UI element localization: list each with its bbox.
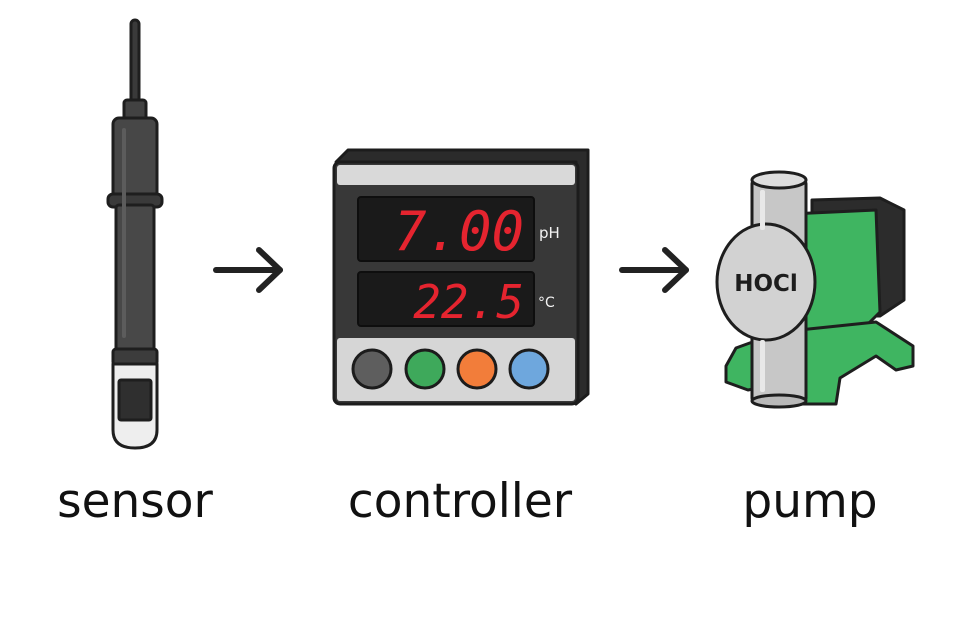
controller-button-green bbox=[404, 348, 446, 390]
controller-button-orange bbox=[456, 348, 498, 390]
sensor-probe-icon bbox=[106, 18, 164, 450]
controller-button-gray bbox=[351, 348, 393, 390]
ph-reading: 7.00 bbox=[394, 200, 524, 263]
controller-button-blue bbox=[508, 348, 550, 390]
pump-caption: pump bbox=[742, 474, 878, 529]
dosing-pump-icon bbox=[715, 170, 915, 409]
sensor-caption: sensor bbox=[57, 474, 213, 529]
temperature-display bbox=[357, 271, 535, 327]
controller-device-icon: 7.00 pH 22.5 °C bbox=[332, 148, 590, 406]
pump-chemical-label: HOCl bbox=[734, 271, 798, 297]
arrow-right-icon bbox=[619, 247, 689, 293]
ph-unit: pH bbox=[539, 224, 560, 242]
arrow-right-icon bbox=[213, 247, 283, 293]
ph-display bbox=[357, 196, 535, 262]
temperature-unit: °C bbox=[538, 295, 555, 311]
temperature-reading: 22.5 bbox=[413, 275, 524, 329]
controller-caption: controller bbox=[347, 474, 573, 529]
